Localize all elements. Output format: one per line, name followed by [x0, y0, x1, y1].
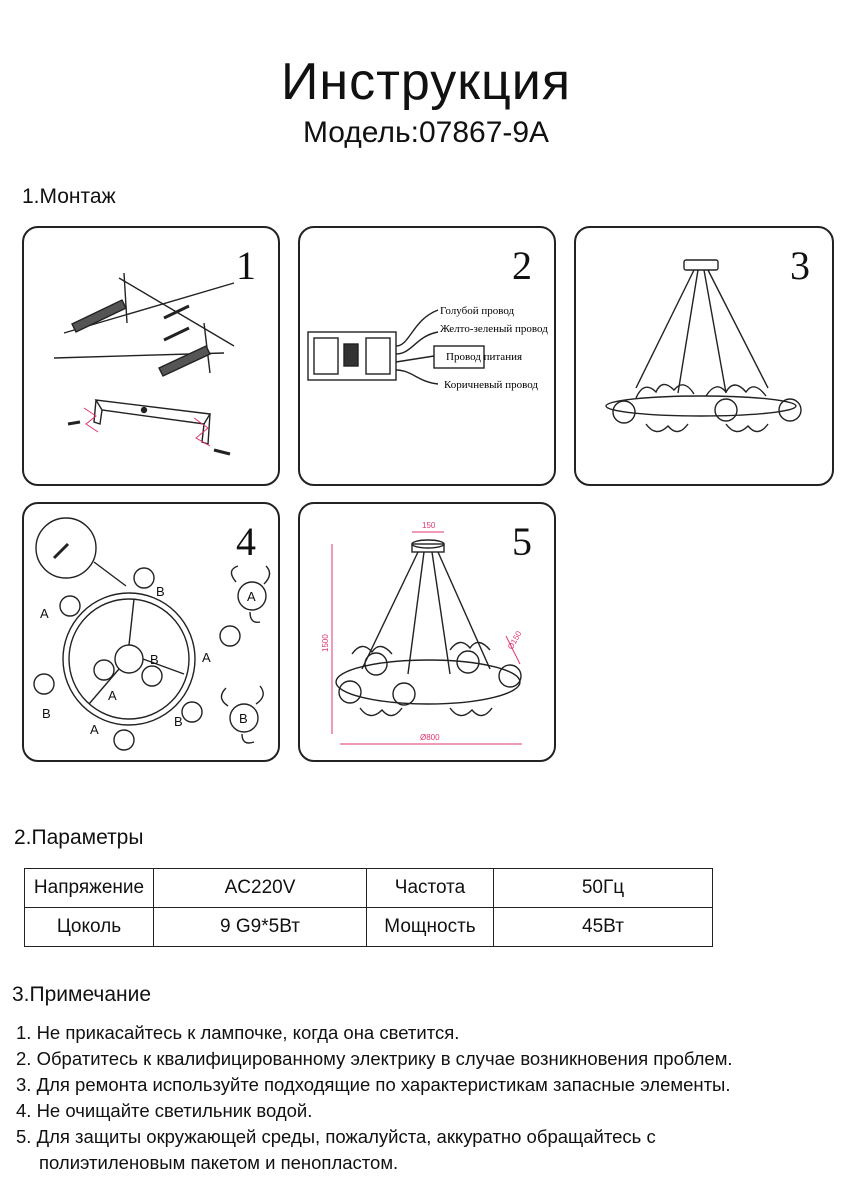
- list-item: 1. Не прикасайтесь к лампочке, когда она…: [16, 1022, 460, 1043]
- list-item: 5. Для защиты окружающей среды, пожалуйс…: [16, 1126, 656, 1147]
- step-5-panel: 5 150 1500 Ø800 Ø150: [298, 502, 556, 762]
- param-value: AC220V: [153, 868, 367, 908]
- shade-label-a-1: A: [40, 606, 49, 621]
- shade-label-b-2: B: [150, 652, 159, 667]
- wire-yellow-green-label: Желто-зеленый провод: [440, 323, 548, 335]
- list-item: 4. Не очищайте светильник водой.: [16, 1100, 313, 1121]
- shade-label-a-callout: A: [247, 589, 256, 604]
- dim-height-label: 1500: [321, 634, 330, 652]
- section-mounting-heading: 1.Монтаж: [22, 185, 116, 208]
- step-3-panel: 3: [574, 226, 834, 486]
- dimensions-illustration: 150 1500 Ø800 Ø150: [321, 521, 524, 745]
- params-table: Напряжение AC220V Частота 50Гц Цоколь 9 …: [24, 868, 713, 947]
- param-key: Цоколь: [24, 907, 154, 947]
- param-key: Частота: [366, 868, 494, 908]
- dim-shade-label: Ø150: [506, 629, 524, 651]
- shade-label-b-callout: B: [239, 711, 248, 726]
- wire-blue-label: Голубой провод: [440, 305, 515, 317]
- shade-label-a-2: A: [202, 650, 211, 665]
- param-value: 50Гц: [493, 868, 713, 908]
- dim-top-label: 150: [422, 521, 436, 530]
- param-value: 45Вт: [493, 907, 713, 947]
- shade-attachment-illustration: A B A B A B A B A B: [33, 517, 271, 751]
- table-row: Цоколь 9 G9*5Вт Мощность 45Вт: [24, 907, 713, 947]
- param-value: 9 G9*5Вт: [153, 907, 367, 947]
- section-params-heading: 2.Параметры: [14, 826, 144, 849]
- step-2-panel: 2 Голубой провод Желто-зеленый провод Пр…: [298, 226, 556, 486]
- shade-label-a-4: A: [90, 722, 99, 737]
- shade-label-b-3: B: [42, 706, 51, 721]
- param-key: Мощность: [366, 907, 494, 947]
- wire-brown-label: Коричневый провод: [444, 379, 538, 391]
- page-title: Инструкция: [281, 53, 571, 111]
- wiring-diagram: Голубой провод Желто-зеленый провод Пров…: [307, 305, 548, 391]
- param-key: Напряжение: [24, 868, 154, 908]
- step-4-panel: 4 A B A B: [22, 502, 280, 762]
- bracket-mounting-illustration: [53, 272, 235, 456]
- step-1-panel: 1: [22, 226, 280, 486]
- step-2-number: 2: [512, 243, 532, 288]
- section-notes-heading: 3.Примечание: [12, 983, 152, 1006]
- step-4-number: 4: [236, 519, 256, 564]
- list-item: 2. Обратитесь к квалифицированному элект…: [16, 1048, 733, 1069]
- dim-width-label: Ø800: [420, 733, 440, 742]
- wire-power-label: Провод питания: [446, 351, 522, 363]
- list-item: полиэтиленовым пакетом и пенопластом.: [39, 1152, 399, 1173]
- list-item: 3. Для ремонта используйте подходящие по…: [16, 1074, 731, 1095]
- shade-label-a-3: A: [108, 688, 117, 703]
- table-row: Напряжение AC220V Частота 50Гц: [24, 868, 713, 908]
- shade-label-b-4: B: [174, 714, 183, 729]
- model-number: Модель:07867-9A: [302, 116, 550, 149]
- notes-list: 1. Не прикасайтесь к лампочке, когда она…: [16, 1020, 846, 1176]
- step-3-number: 3: [790, 243, 810, 288]
- shade-label-b-1: B: [156, 584, 165, 599]
- chandelier-illustration: [605, 259, 802, 433]
- step-1-number: 1: [236, 243, 256, 288]
- step-5-number: 5: [512, 519, 532, 564]
